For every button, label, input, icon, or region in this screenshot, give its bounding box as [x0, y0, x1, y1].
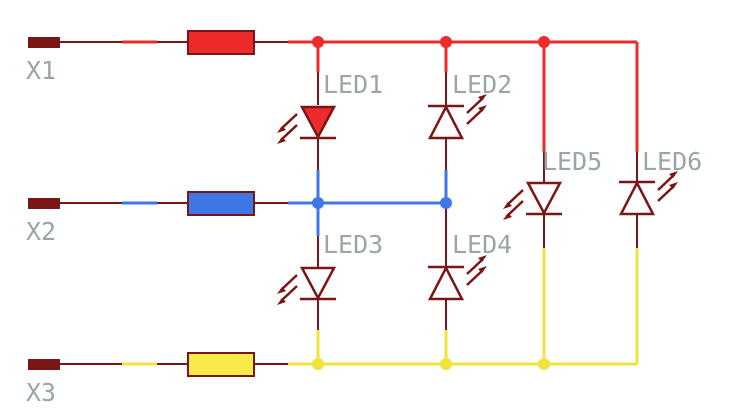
led5-light-arrows-icon [503, 189, 524, 220]
resistor-x1 [187, 30, 255, 55]
led2-label: LED2 [452, 70, 512, 99]
led2-light-arrows-icon [466, 94, 487, 125]
led1-symbol [277, 105, 337, 144]
terminal-x2-pad [28, 198, 60, 209]
led2-symbol [427, 94, 487, 140]
led3-symbol [277, 266, 337, 305]
led4-symbol [427, 255, 487, 301]
led1-label: LED1 [323, 70, 383, 99]
component-leads [60, 41, 638, 365]
led1-light-arrows-icon [277, 113, 298, 144]
junctions-blue [312, 197, 452, 209]
led6-label: LED6 [642, 147, 702, 176]
led5-label: LED5 [542, 147, 602, 176]
resistor-x2 [187, 191, 255, 216]
terminal-x2-label: X2 [26, 217, 56, 246]
junctions-yellow [312, 358, 550, 370]
led6-symbol [618, 171, 678, 216]
resistor-x3 [187, 352, 255, 377]
led5-symbol [503, 181, 563, 220]
terminal-x1-pad [28, 37, 60, 48]
junctions-red [312, 36, 550, 48]
terminal-x1-label: X1 [26, 56, 56, 85]
led3-label: LED3 [323, 230, 383, 259]
led3-light-arrows-icon [277, 274, 298, 305]
terminal-x3-label: X3 [26, 378, 56, 407]
terminal-x3-pad [28, 359, 60, 370]
led4-light-arrows-icon [466, 255, 487, 286]
net-x3-yellow [122, 248, 639, 366]
led6-light-arrows-icon [657, 171, 678, 202]
led4-label: LED4 [452, 230, 512, 259]
